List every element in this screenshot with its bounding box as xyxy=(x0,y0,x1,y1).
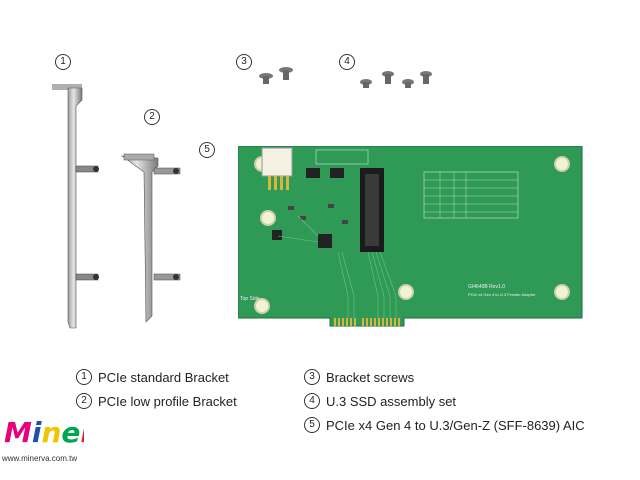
legend-label-4: U.3 SSD assembly set xyxy=(326,393,457,409)
legend-num-2: 2 xyxy=(76,393,92,409)
legend-label-2: PCIe low profile Bracket xyxy=(98,393,237,409)
legend-num-4: 4 xyxy=(304,393,320,409)
callout-3: 3 xyxy=(236,54,252,70)
card-top-side-text: Top Side xyxy=(240,296,260,302)
callout-4: 4 xyxy=(339,54,355,70)
legend-item-5: 5 PCIe x4 Gen 4 to U.3/Gen-Z (SFF-8639) … xyxy=(304,417,585,433)
legend-label-5: PCIe x4 Gen 4 to U.3/Gen-Z (SFF-8639) AI… xyxy=(326,417,585,433)
callout-2: 2 xyxy=(144,109,160,125)
low-profile-bracket-image xyxy=(121,153,181,323)
card-description-text: PCIe x4 Gen 4 to U.3 Female Adapter xyxy=(468,292,536,297)
legend-item-1: 1 PCIe standard Bracket xyxy=(76,369,229,385)
standard-bracket-image xyxy=(52,84,99,329)
legend-num-5: 5 xyxy=(304,417,320,433)
bracket-screws-image xyxy=(259,67,293,84)
legend-num-1: 1 xyxy=(76,369,92,385)
pcie-card-image xyxy=(238,146,583,327)
legend-item-4: 4 U.3 SSD assembly set xyxy=(304,393,456,409)
ssd-screws-image xyxy=(360,71,432,88)
legend-item-2: 2 PCIe low profile Bracket xyxy=(76,393,237,409)
legend-label-1: PCIe standard Bracket xyxy=(98,369,229,385)
legend-label-3: Bracket screws xyxy=(326,369,415,385)
legend-num-3: 3 xyxy=(304,369,320,385)
minerva-logo: Minerva xyxy=(4,416,84,449)
svg-text:Minerva: Minerva xyxy=(4,416,84,449)
brand-url[interactable]: www.minerva.com.tw xyxy=(2,454,78,463)
callout-5: 5 xyxy=(199,142,215,158)
legend-item-3: 3 Bracket screws xyxy=(304,369,414,385)
callout-1: 1 xyxy=(55,54,71,70)
card-model-text: GI4640B Rev1.0 xyxy=(468,284,505,290)
